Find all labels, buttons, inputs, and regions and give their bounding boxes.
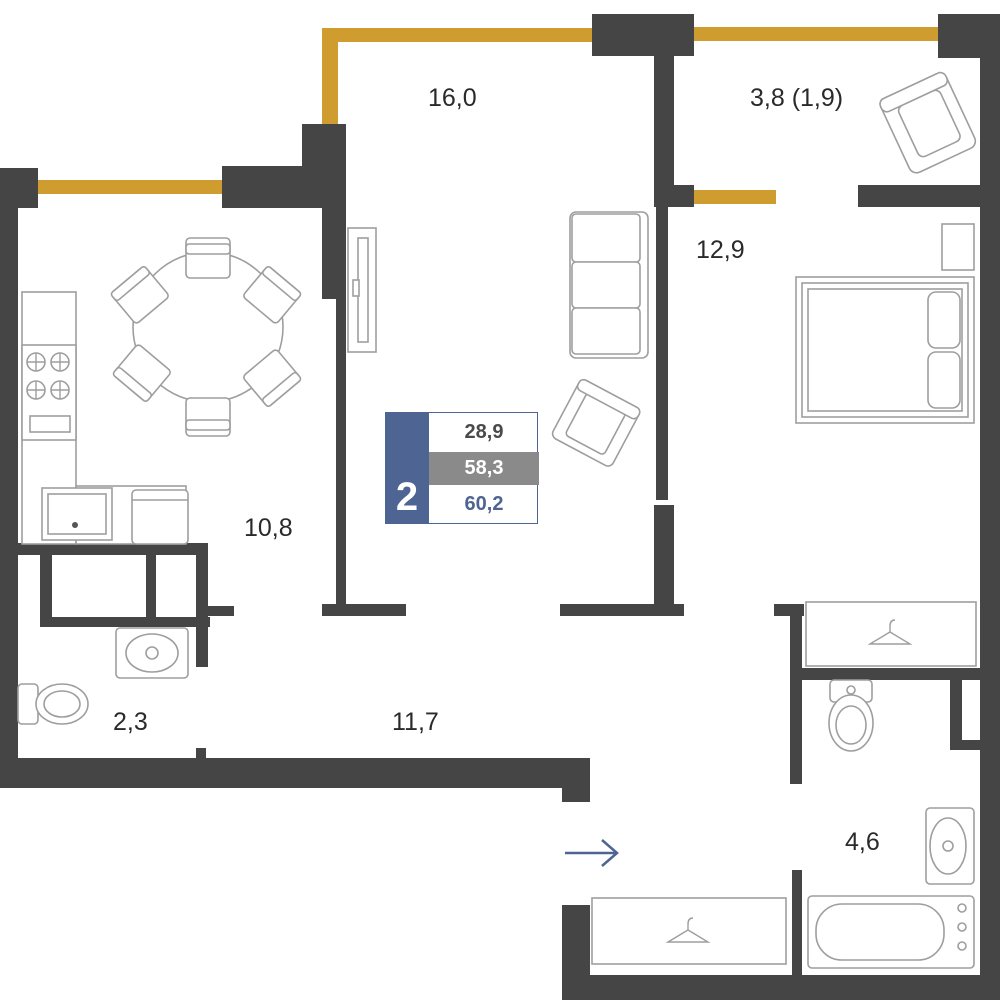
room-area-bedroom: 12,9	[696, 236, 745, 264]
bathtub-icon	[807, 895, 975, 969]
wardrobe-entrance-icon	[591, 897, 787, 965]
windows	[38, 27, 940, 204]
wall	[0, 168, 18, 788]
room-area-bathroom-small: 2,3	[113, 708, 148, 736]
wall	[560, 604, 684, 616]
wall	[40, 555, 52, 625]
sofa-icon	[569, 211, 649, 359]
armchair-icon	[551, 378, 641, 467]
washbasin-2-icon	[925, 807, 975, 885]
window-living-side	[322, 28, 338, 126]
room-area-bathroom-large: 4,6	[845, 828, 880, 856]
washbasin-icon	[115, 627, 189, 679]
kitchen-sink-icon	[41, 487, 113, 541]
wall	[790, 604, 802, 784]
wall	[858, 185, 1000, 207]
wall	[592, 14, 694, 56]
apartment-summary-badge: 2 28,9 58,3 60,2	[385, 412, 539, 524]
wall	[980, 14, 1000, 1000]
stove-icon	[21, 344, 77, 441]
dining-table-icon	[110, 237, 302, 437]
window-kitchen	[38, 180, 224, 194]
window-balcony	[694, 27, 940, 41]
rooms-count-block: 2	[385, 412, 429, 524]
living-area-value: 28,9	[464, 421, 504, 443]
fridge-icon	[131, 489, 189, 545]
wall	[146, 555, 156, 625]
window-bedroom	[694, 190, 776, 204]
wall	[654, 505, 674, 615]
rooms-count: 2	[395, 475, 419, 519]
wall	[0, 758, 590, 788]
wall	[196, 606, 234, 616]
total-area-with-balcony-value: 60,2	[464, 493, 504, 515]
room-area-hall: 11,7	[392, 708, 439, 736]
wall	[950, 668, 962, 748]
room-area-balcony: 3,8 (1,9)	[750, 84, 844, 112]
wall	[40, 617, 210, 627]
toilet-icon	[17, 683, 89, 725]
total-area-value: 58,3	[429, 452, 539, 485]
wall	[654, 54, 674, 188]
wall	[950, 740, 1000, 750]
area-list: 28,9 58,3 60,2	[429, 412, 539, 524]
tv-stand-icon	[347, 227, 377, 353]
window-living-top	[322, 28, 594, 42]
room-area-living: 16,0	[428, 84, 477, 112]
bed-icon	[795, 276, 975, 424]
wall	[562, 975, 1000, 1000]
arrow-right-icon	[565, 839, 619, 867]
nightstand-icon	[941, 223, 975, 271]
wall	[336, 200, 346, 610]
toilet-2-icon	[828, 679, 874, 752]
walls	[0, 14, 1000, 1000]
wall	[196, 748, 206, 760]
wall	[562, 758, 590, 802]
wardrobe-hall-icon	[805, 601, 977, 667]
wall	[18, 543, 208, 555]
room-area-kitchen: 10,8	[244, 514, 293, 542]
balcony-armchair-icon	[879, 71, 977, 174]
wall	[790, 668, 1000, 680]
wall	[322, 604, 406, 616]
wall	[656, 200, 668, 500]
wall	[792, 870, 802, 980]
